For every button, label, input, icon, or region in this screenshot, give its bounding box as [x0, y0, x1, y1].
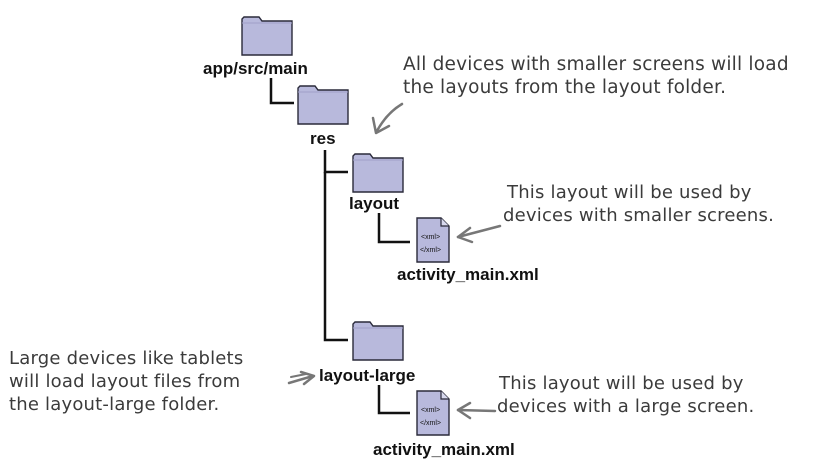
folder-icon: [352, 153, 404, 193]
connector-layout-file: [377, 213, 410, 244]
annotation-line: This layout will be used by: [499, 373, 744, 394]
arrow-to-layout-folder: [375, 102, 404, 133]
annotation-line: devices with a large screen.: [497, 396, 755, 417]
connector-root-res: [269, 78, 294, 105]
xml-open-tag: <xml>: [421, 234, 440, 241]
file-label-layout-large: activity_main.xml: [373, 440, 515, 459]
xml-close-tag: </xml>: [420, 420, 441, 427]
folder-icon: [352, 321, 404, 361]
folder-icon: [297, 85, 349, 125]
file-label-layout: activity_main.xml: [397, 265, 539, 284]
annotation-line: the layout-large folder.: [9, 394, 220, 415]
xml-file-icon: <xml> </xml>: [416, 217, 450, 263]
folder-label-layout-large: layout-large: [319, 366, 416, 385]
annotation-line: the layouts from the layout folder.: [403, 77, 727, 98]
arrow-to-small-xml: [456, 224, 502, 239]
folder-icon: [241, 16, 293, 56]
folder-label-layout: layout: [349, 194, 400, 213]
annotation-line: devices with smaller screens.: [503, 205, 775, 226]
xml-open-tag: <xml>: [421, 407, 440, 414]
annotation-layout-large: This layout will be used by devices with…: [497, 372, 754, 418]
annotation-line: All devices with smaller screens will lo…: [403, 54, 789, 75]
connector-res-layout: [323, 150, 348, 174]
connector-layout-large-file: [377, 385, 410, 415]
annotation-layout-small: This layout will be used by devices with…: [503, 181, 774, 227]
arrow-to-large-xml: [456, 408, 497, 413]
xml-close-tag: </xml>: [420, 247, 441, 254]
xml-file-icon: <xml> </xml>: [416, 390, 450, 436]
annotation-line: This layout will be used by: [507, 182, 752, 203]
folder-label-root: app/src/main: [203, 59, 308, 78]
annotation-line: will load layout files from: [9, 371, 241, 392]
folder-label-res: res: [310, 129, 336, 148]
annotation-large-devices: Large devices like tablets will load lay…: [9, 347, 243, 416]
annotation-line: Large devices like tablets: [9, 348, 244, 369]
annotation-smaller-devices: All devices with smaller screens will lo…: [403, 53, 789, 99]
connector-res-layout-large: [323, 172, 348, 342]
arrow-to-layout-large: [287, 374, 315, 385]
